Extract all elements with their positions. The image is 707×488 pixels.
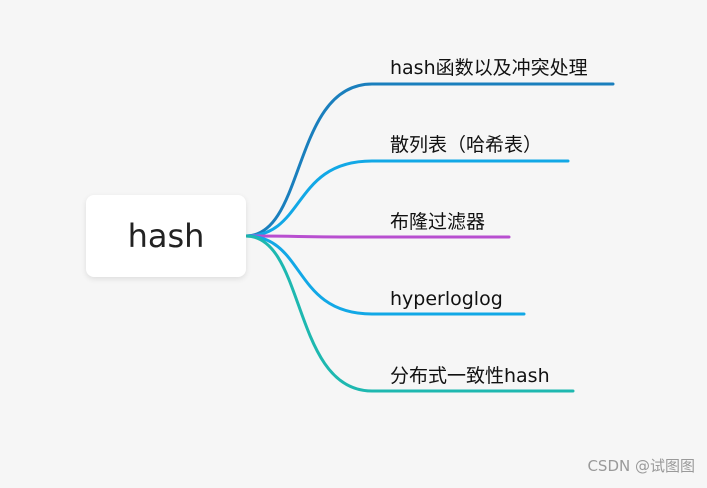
connector-hash-table [244,159,570,238]
watermark: CSDN @试图图 [587,457,695,475]
branch-label-hyperloglog[interactable]: hyperloglog [390,288,503,310]
connector-consistent-hash [244,234,575,393]
connector-bloom-filter [244,234,511,239]
root-node[interactable]: hash [86,195,246,277]
branch-label-bloom-filter[interactable]: 布隆过滤器 [390,211,486,233]
branch-label-hash-function[interactable]: hash函数以及冲突处理 [390,57,588,79]
branch-label-consistent-hash[interactable]: 分布式一致性hash [390,365,550,387]
connector-hash-function [244,82,615,238]
branch-label-hash-table[interactable]: 散列表（哈希表） [390,134,543,156]
connector-hyperloglog [244,234,526,316]
root-node-label: hash [127,217,205,255]
